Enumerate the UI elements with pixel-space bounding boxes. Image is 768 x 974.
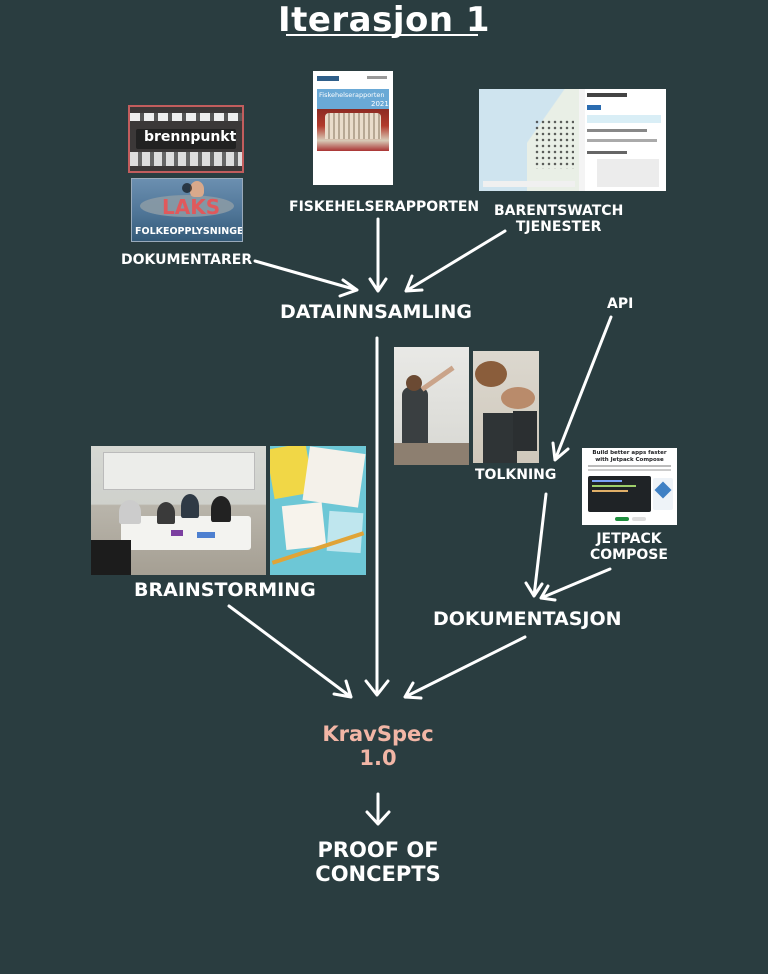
laks-title-text: LAKS (162, 195, 221, 219)
arrow-jetpack-to-dokumentasjon (539, 567, 612, 602)
node-brainstorming: BRAINSTORMING (134, 579, 316, 601)
node-datainnsamling: DATAINNSAMLING (280, 301, 473, 323)
node-proof-of-concepts: PROOF OF CONCEPTS (298, 838, 458, 886)
laks-caption-text: FOLKEOPPLYSNINGEN (135, 226, 243, 237)
arrow-dokumentasjon-to-kravspec (403, 635, 527, 700)
arrow-barentswatch-to-datainnsamling (404, 229, 507, 293)
laks-documentary-thumbnail: LAKS FOLKEOPPLYSNINGEN (131, 178, 243, 242)
tolkning-whiteboard-photo-2 (473, 351, 539, 463)
node-barentswatch-line1: BARENTSWATCH (494, 203, 624, 219)
node-kravspec-line1: KravSpec (322, 722, 434, 746)
arrow-datainnsamling-to-kravspec (364, 336, 390, 697)
jetpack-heading-text: Build better apps faster with Jetpack Co… (592, 450, 667, 463)
brennpunkt-logo-text: brennpunkt (144, 129, 237, 145)
node-dokumentasjon: DOKUMENTASJON (433, 608, 622, 630)
node-api: API (607, 296, 634, 312)
node-barentswatch-line2: TJENESTER (515, 219, 602, 236)
fiskehelserapporten-report-thumbnail: Fiskehelserapporten 2021 (313, 71, 393, 185)
title-underline (286, 34, 478, 36)
report-year-text: 2021 (371, 100, 389, 108)
node-kravspec: KravSpec 1.0 (318, 722, 438, 770)
arrow-kravspec-to-poc (365, 792, 391, 826)
brainstorming-classroom-photo (91, 446, 266, 575)
report-title-text: Fiskehelserapporten (319, 91, 385, 99)
arrow-brainstorming-to-kravspec (227, 604, 353, 699)
brainstorming-postit-photo (270, 446, 366, 575)
node-dokumentarer: DOKUMENTARER (121, 252, 253, 268)
arrow-api-to-jetpack (551, 315, 613, 462)
page-title: Iterasjon 1 (277, 0, 491, 40)
barentswatch-map-thumbnail (479, 89, 666, 191)
tolkning-whiteboard-photo-1 (394, 347, 469, 465)
node-jetpack-line1: JETPACK (596, 531, 662, 547)
node-barentswatch: BARENTSWATCH TJENESTER (494, 203, 623, 235)
node-poc-line2: CONCEPTS (315, 862, 441, 887)
node-poc-line1: PROOF OF (317, 838, 439, 862)
node-kravspec-line2: 1.0 (359, 746, 397, 771)
play-icon (182, 183, 192, 193)
arrow-dokumentarer-to-datainnsamling (253, 259, 359, 298)
jetpack-compose-page-thumbnail: Build better apps faster with Jetpack Co… (582, 448, 677, 525)
node-tolkning: TOLKNING (475, 467, 557, 483)
node-jetpack-line2: COMPOSE (590, 547, 668, 564)
node-jetpack-compose: JETPACK COMPOSE (590, 531, 668, 563)
node-fiskehelserapporten: FISKEHELSERAPPORTEN (289, 199, 480, 215)
arrow-fiskehelse-to-datainnsamling (368, 217, 388, 293)
brennpunkt-thumbnail: brennpunkt (128, 105, 244, 173)
arrow-tolkning-to-dokumentasjon (524, 492, 548, 598)
